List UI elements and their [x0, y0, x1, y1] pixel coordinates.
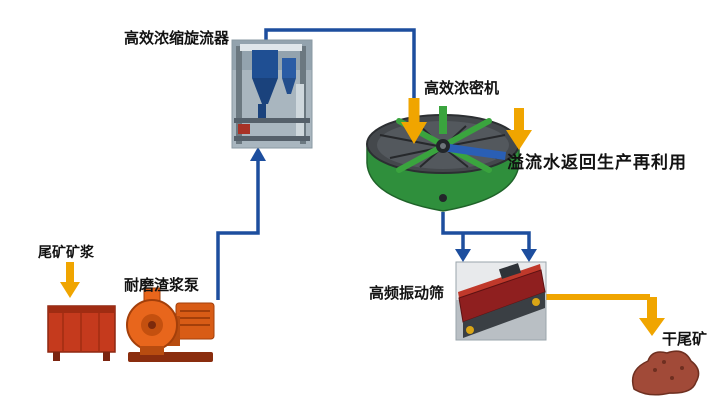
- label-slurry-pump: 耐磨渣浆泵: [124, 276, 200, 294]
- cyclone-photo: [231, 39, 313, 149]
- label-overflow-return: 溢流水返回生产再利用: [507, 153, 687, 173]
- screen-photo: [455, 261, 547, 341]
- arrow-feed-to-thickener: [401, 98, 427, 144]
- label-cyclone: 高效浓缩旋流器: [124, 29, 230, 47]
- label-tailings-slurry: 尾矿矿浆: [38, 245, 94, 261]
- label-vibrating-screen: 高频振动筛: [369, 284, 445, 302]
- dry-tailings-pile: [631, 350, 700, 396]
- label-dry-tailings: 干尾矿: [662, 330, 708, 348]
- label-thickener: 高效浓密机: [424, 79, 500, 97]
- pipe-pump-to-cyclone: [216, 147, 266, 300]
- slurry-tank-graphic: [47, 305, 116, 361]
- thickener-graphic: [366, 106, 520, 212]
- pump-graphic: [126, 287, 215, 362]
- feed-launder: [442, 143, 506, 160]
- arrow-slurry-to-tank: [60, 262, 80, 298]
- arrow-to-dry-tailings: [639, 297, 665, 336]
- pipe-cyclone-to-thickener: [264, 28, 416, 98]
- arrow-overflow-return: [506, 108, 532, 150]
- pipe-thickener-to-screen: [441, 212, 537, 262]
